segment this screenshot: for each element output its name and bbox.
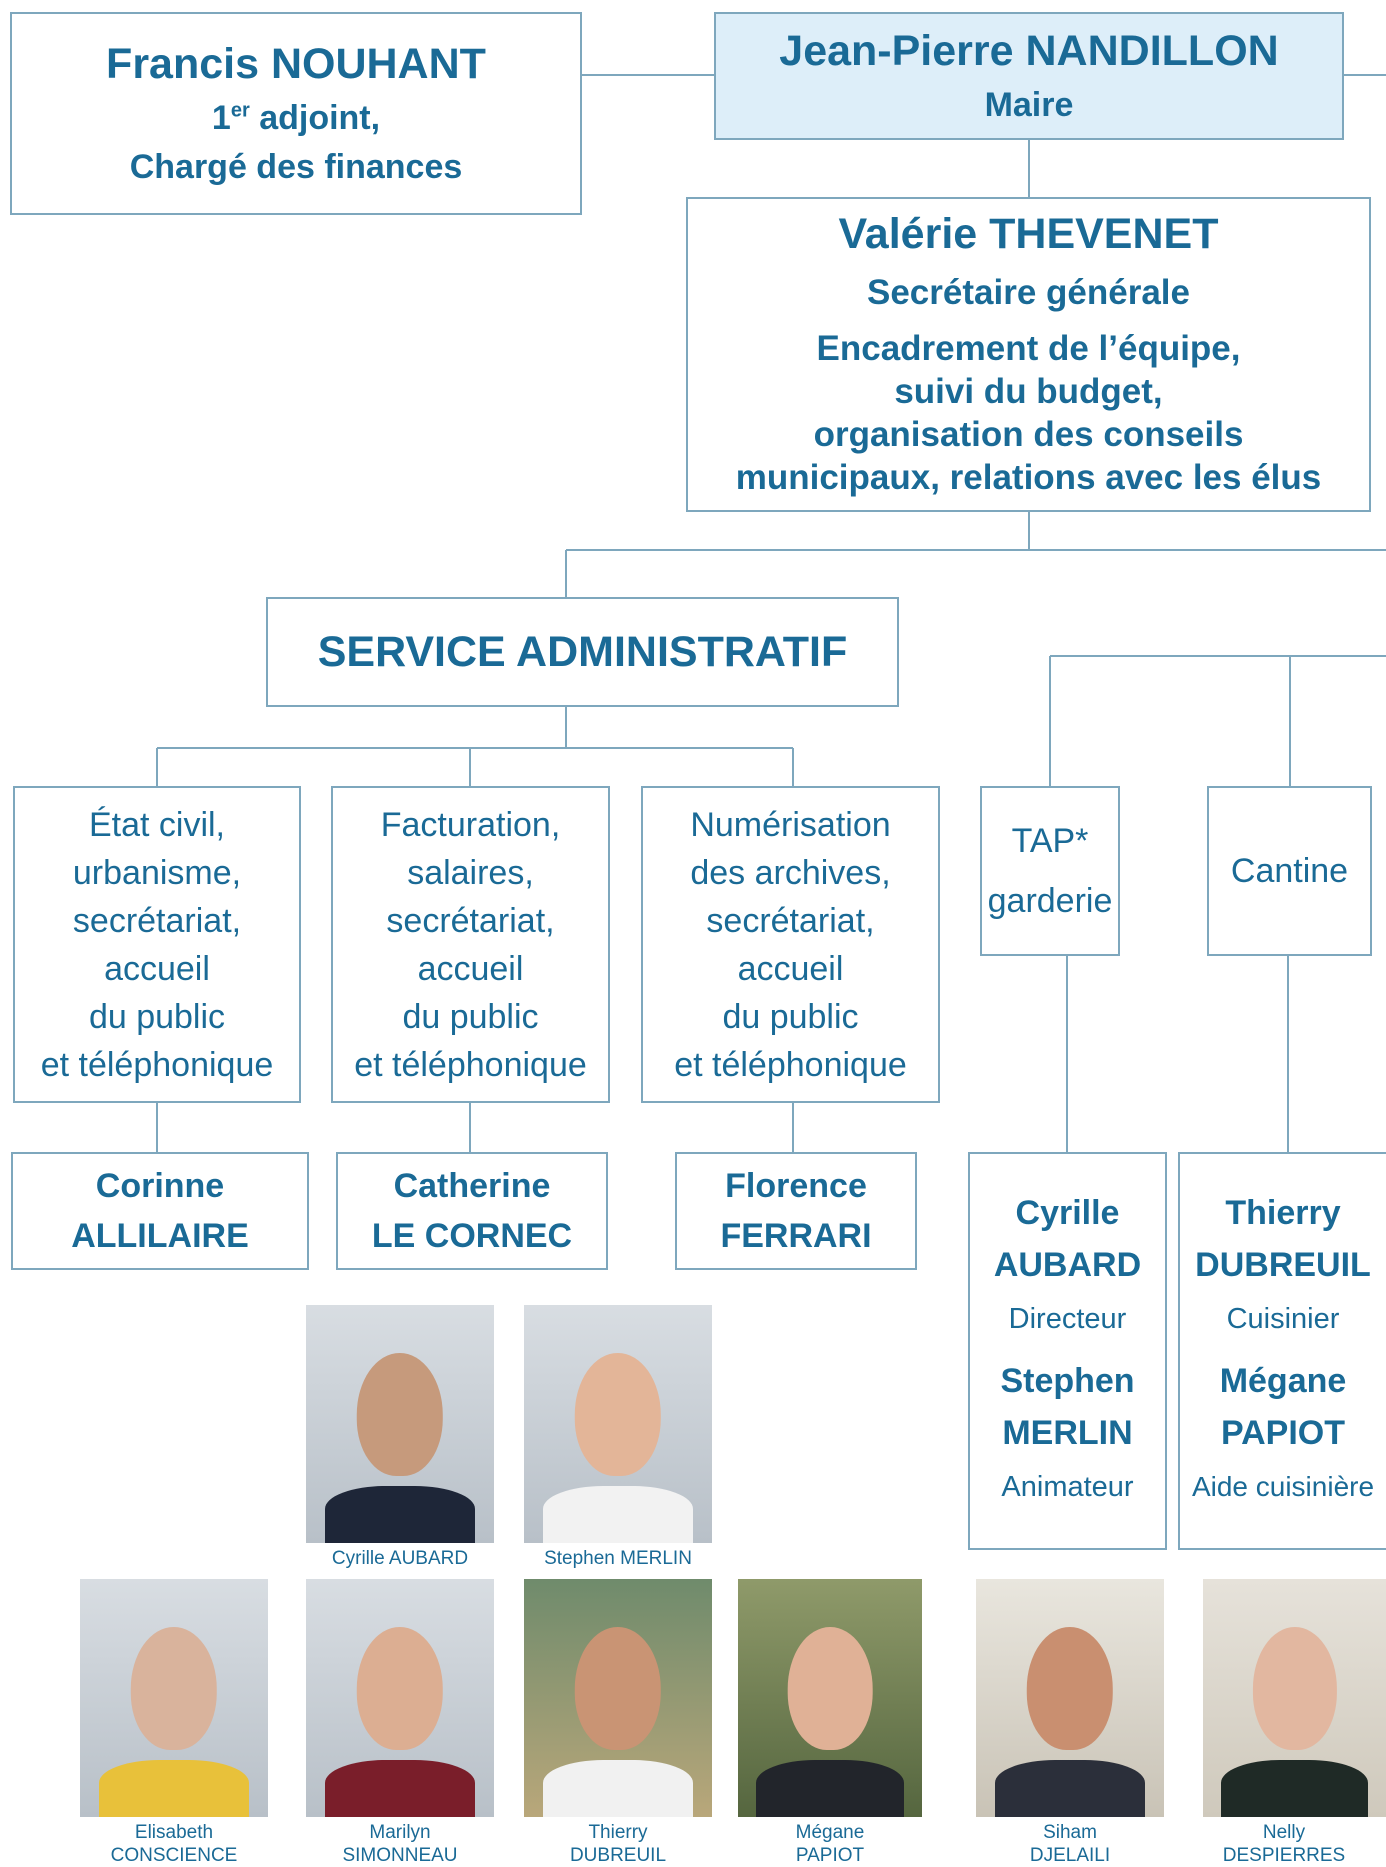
cantine-label: Cantine bbox=[1230, 851, 1349, 890]
cantine-staff-box: Thierry DUBREUIL Cuisinier Mégane PAPIOT… bbox=[1178, 1152, 1386, 1550]
secretary-duty: municipaux, relations avec les élus bbox=[735, 458, 1322, 497]
admin-service-label: SERVICE ADMINISTRATIF bbox=[317, 627, 848, 676]
person-first: Catherine bbox=[393, 1167, 551, 1205]
admin-role-box: Facturation, salaires, secrétariat, accu… bbox=[331, 786, 610, 1103]
face-shape bbox=[787, 1626, 873, 1751]
clothing-shape bbox=[542, 1485, 694, 1543]
clothing-shape bbox=[542, 1759, 694, 1817]
face-shape bbox=[356, 1352, 444, 1477]
clothing-shape bbox=[324, 1759, 476, 1817]
face-shape bbox=[574, 1626, 662, 1751]
clothing-shape bbox=[756, 1759, 904, 1817]
staff-role: Animateur bbox=[1001, 1471, 1134, 1503]
staff-first: Thierry bbox=[1225, 1194, 1341, 1232]
deputy-role-detail: Chargé des finances bbox=[129, 148, 463, 186]
photo-caption: Nelly DESPIERRES bbox=[1222, 1822, 1346, 1866]
face-shape bbox=[1026, 1626, 1114, 1751]
secretary-duty: suivi du budget, bbox=[894, 372, 1163, 411]
face-shape bbox=[1252, 1626, 1337, 1751]
portrait-photo bbox=[524, 1305, 712, 1543]
staff-last: PAPIOT bbox=[1220, 1414, 1346, 1452]
deputy-name: Francis NOUHANT bbox=[106, 40, 486, 88]
role-line: secrétariat, bbox=[72, 901, 242, 940]
face-shape bbox=[356, 1626, 444, 1751]
person-last: FERRARI bbox=[720, 1217, 872, 1255]
secretary-duty: Encadrement de l’équipe, bbox=[816, 329, 1241, 368]
portrait-photo bbox=[1203, 1579, 1386, 1817]
role-line: du public bbox=[722, 997, 859, 1036]
role-line: et téléphonique bbox=[354, 1045, 587, 1084]
clothing-shape bbox=[324, 1485, 476, 1543]
portrait-photo bbox=[738, 1579, 922, 1817]
mayor-name: Jean-Pierre NANDILLON bbox=[779, 27, 1279, 75]
role-line: et téléphonique bbox=[40, 1045, 274, 1084]
secretary-title: Secrétaire générale bbox=[867, 273, 1190, 312]
portrait-photo bbox=[524, 1579, 712, 1817]
role-line: du public bbox=[402, 997, 539, 1036]
face-shape bbox=[130, 1626, 218, 1751]
admin-service-box: SERVICE ADMINISTRATIF bbox=[266, 597, 899, 707]
staff-role: Directeur bbox=[1008, 1303, 1127, 1335]
photo-caption: Mégane PAPIOT bbox=[795, 1822, 865, 1866]
person-last: ALLILAIRE bbox=[71, 1217, 249, 1255]
staff-role: Aide cuisinière bbox=[1191, 1471, 1375, 1502]
photo-caption: Elisabeth CONSCIENCE bbox=[110, 1822, 238, 1866]
staff-first: Stephen bbox=[1000, 1362, 1135, 1400]
role-line: État civil, bbox=[88, 805, 226, 844]
tap-label: TAP* bbox=[1011, 822, 1089, 860]
admin-role-box: État civil, urbanisme, secrétariat, accu… bbox=[13, 786, 301, 1103]
person-box: Corinne ALLILAIRE bbox=[11, 1152, 309, 1270]
staff-first: Mégane bbox=[1219, 1362, 1347, 1400]
face-shape bbox=[574, 1352, 662, 1477]
role-line: et téléphonique bbox=[674, 1045, 907, 1084]
staff-first: Cyrille bbox=[1015, 1194, 1120, 1232]
clothing-shape bbox=[994, 1759, 1146, 1817]
role-line: salaires, bbox=[407, 853, 534, 892]
role-line: secrétariat, bbox=[386, 901, 555, 940]
deputy-role: 1er adjoint, bbox=[211, 99, 381, 137]
tap-label-2: garderie bbox=[987, 882, 1113, 920]
clothing-shape bbox=[98, 1759, 250, 1817]
cantine-box: Cantine bbox=[1207, 786, 1372, 956]
role-line: secrétariat, bbox=[706, 901, 875, 940]
tap-box: TAP* garderie bbox=[980, 786, 1120, 956]
secretary-box: Valérie THEVENET Secrétaire générale Enc… bbox=[686, 197, 1371, 512]
mayor-role: Maire bbox=[984, 86, 1074, 124]
role-line: accueil bbox=[104, 949, 210, 988]
portrait-photo bbox=[306, 1305, 494, 1543]
role-line: Facturation, bbox=[380, 805, 561, 844]
person-first: Florence bbox=[725, 1167, 867, 1205]
admin-role-box: Numérisation des archives, secrétariat, … bbox=[641, 786, 940, 1103]
tap-staff-box: Cyrille AUBARD Directeur Stephen MERLIN … bbox=[968, 1152, 1167, 1550]
person-first: Corinne bbox=[95, 1167, 225, 1205]
role-line: urbanisme, bbox=[72, 853, 242, 892]
role-line: du public bbox=[88, 997, 226, 1036]
photo-caption: Marilyn SIMONNEAU bbox=[342, 1822, 458, 1866]
mayor-box: Jean-Pierre NANDILLON Maire bbox=[714, 12, 1344, 140]
role-line: accueil bbox=[737, 949, 844, 988]
staff-last: DUBREUIL bbox=[1195, 1246, 1371, 1284]
photo-caption: Thierry DUBREUIL bbox=[569, 1822, 667, 1866]
clothing-shape bbox=[1221, 1759, 1368, 1817]
photo-caption: Stephen MERLIN bbox=[544, 1548, 692, 1569]
person-last: LE CORNEC bbox=[371, 1217, 573, 1255]
person-box: Florence FERRARI bbox=[675, 1152, 917, 1270]
person-box: Catherine LE CORNEC bbox=[336, 1152, 608, 1270]
portrait-photo bbox=[80, 1579, 268, 1817]
secretary-duty: organisation des conseils bbox=[813, 415, 1244, 454]
staff-last: MERLIN bbox=[1002, 1414, 1133, 1452]
portrait-photo bbox=[306, 1579, 494, 1817]
role-line: Numérisation bbox=[690, 805, 891, 844]
photo-caption: Siham DJELAILI bbox=[1029, 1822, 1111, 1866]
photo-caption: Cyrille AUBARD bbox=[331, 1548, 469, 1569]
staff-role: Cuisinier bbox=[1226, 1303, 1340, 1335]
staff-last: AUBARD bbox=[993, 1246, 1142, 1284]
secretary-name: Valérie THEVENET bbox=[838, 210, 1219, 258]
deputy-box: Francis NOUHANT 1er adjoint, Chargé des … bbox=[10, 12, 582, 215]
role-line: des archives, bbox=[690, 853, 891, 892]
role-line: accueil bbox=[417, 949, 524, 988]
portrait-photo bbox=[976, 1579, 1164, 1817]
